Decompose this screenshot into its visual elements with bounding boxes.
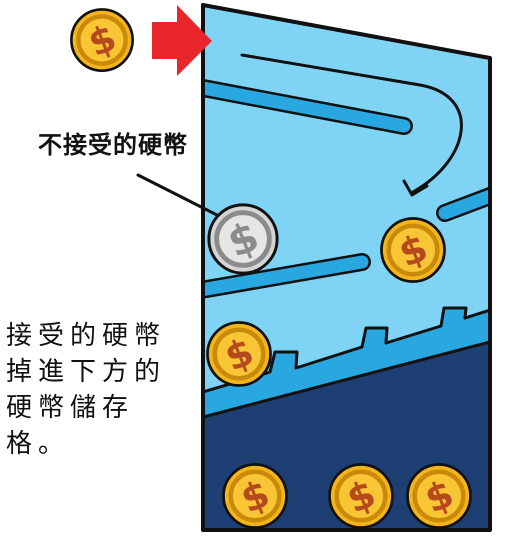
coin-icon-input bbox=[71, 9, 132, 70]
coin-icon-dropping bbox=[208, 323, 271, 386]
rejected-coin-label: 不接受的硬幣 bbox=[38, 131, 188, 159]
coin-icon-stored-1 bbox=[224, 465, 287, 528]
coin-icon-rejected bbox=[209, 205, 277, 273]
top-guide-line bbox=[240, 53, 422, 87]
arrowhead-icon bbox=[402, 179, 429, 197]
accepted-coin-label: 接受的硬幣掉進下方的硬幣儲存格。 bbox=[6, 321, 167, 459]
coin-icon-stored-3 bbox=[408, 465, 471, 528]
callout-line bbox=[136, 173, 219, 217]
coin-icon-stored-2 bbox=[330, 465, 393, 528]
machine-outline bbox=[201, 3, 492, 532]
coin-icon-accepted-falling bbox=[382, 219, 445, 282]
insert-arrow-icon bbox=[152, 5, 212, 76]
coin-path-arrow bbox=[411, 83, 463, 194]
